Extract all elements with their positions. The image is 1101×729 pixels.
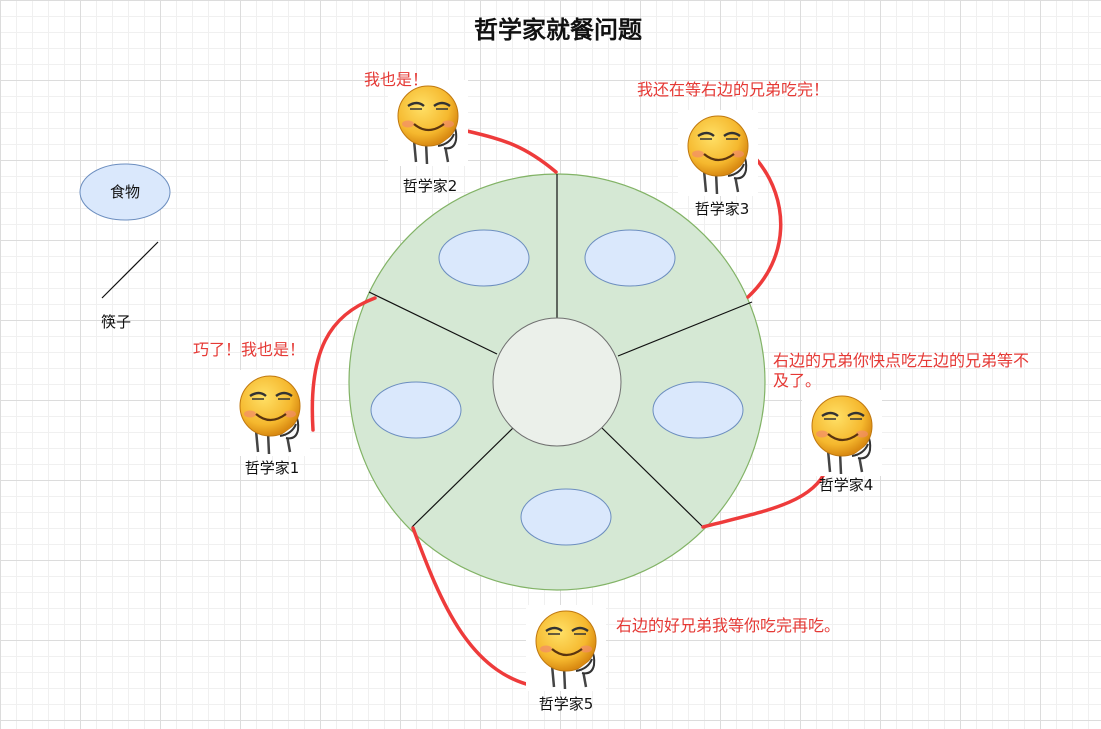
philosopher-4-label: 哲学家4 (819, 476, 874, 494)
philosopher-5-avatar-icon (524, 603, 608, 693)
legend-food-label: 食物 (110, 183, 140, 201)
food-plate-5 (370, 381, 462, 439)
philosopher-2-label: 哲学家2 (403, 177, 458, 195)
hold-line-philosopher-1 (310, 296, 377, 432)
philosopher-3-avatar-icon (676, 108, 760, 198)
food-plate-3 (652, 381, 744, 439)
food-plate-2 (584, 229, 676, 287)
chopstick-2 (617, 301, 753, 357)
philosopher-2-speech: 我也是！ (364, 70, 428, 89)
hold-line-philosopher-2 (465, 129, 558, 174)
diagram-title: 哲学家就餐问题 (474, 16, 642, 44)
center-bowl (492, 317, 622, 447)
hold-line-philosopher-3 (746, 158, 783, 299)
chopstick-4 (411, 427, 514, 528)
philosopher-1-speech: 巧了！我也是！ (193, 340, 305, 359)
philosopher-4-avatar-icon (800, 388, 884, 478)
philosopher-4-speech-line-1: 右边的兄弟你快点吃左边的兄弟等不 (773, 351, 1029, 370)
philosopher-3-speech: 我还在等右边的兄弟吃完！ (637, 80, 829, 99)
hold-line-philosopher-4 (701, 468, 828, 529)
legend-chopstick-icon (101, 241, 159, 299)
philosopher-4-speech-line-2: 及了。 (773, 371, 821, 390)
philosopher-5-label: 哲学家5 (539, 695, 594, 713)
philosopher-3-label: 哲学家3 (695, 200, 750, 218)
legend-chopstick-label: 筷子 (101, 313, 131, 331)
food-plate-4 (520, 488, 612, 546)
food-plate-1 (438, 229, 530, 287)
philosopher-5-speech: 右边的好兄弟我等你吃完再吃。 (616, 616, 840, 635)
hold-line-philosopher-5 (411, 526, 548, 690)
chopstick-5 (368, 291, 498, 355)
philosopher-2-avatar-icon (386, 78, 470, 168)
philosopher-1-avatar-icon (228, 368, 312, 458)
chopstick-3 (601, 427, 704, 528)
legend-food-icon (79, 163, 171, 221)
philosopher-1-label: 哲学家1 (245, 459, 300, 477)
